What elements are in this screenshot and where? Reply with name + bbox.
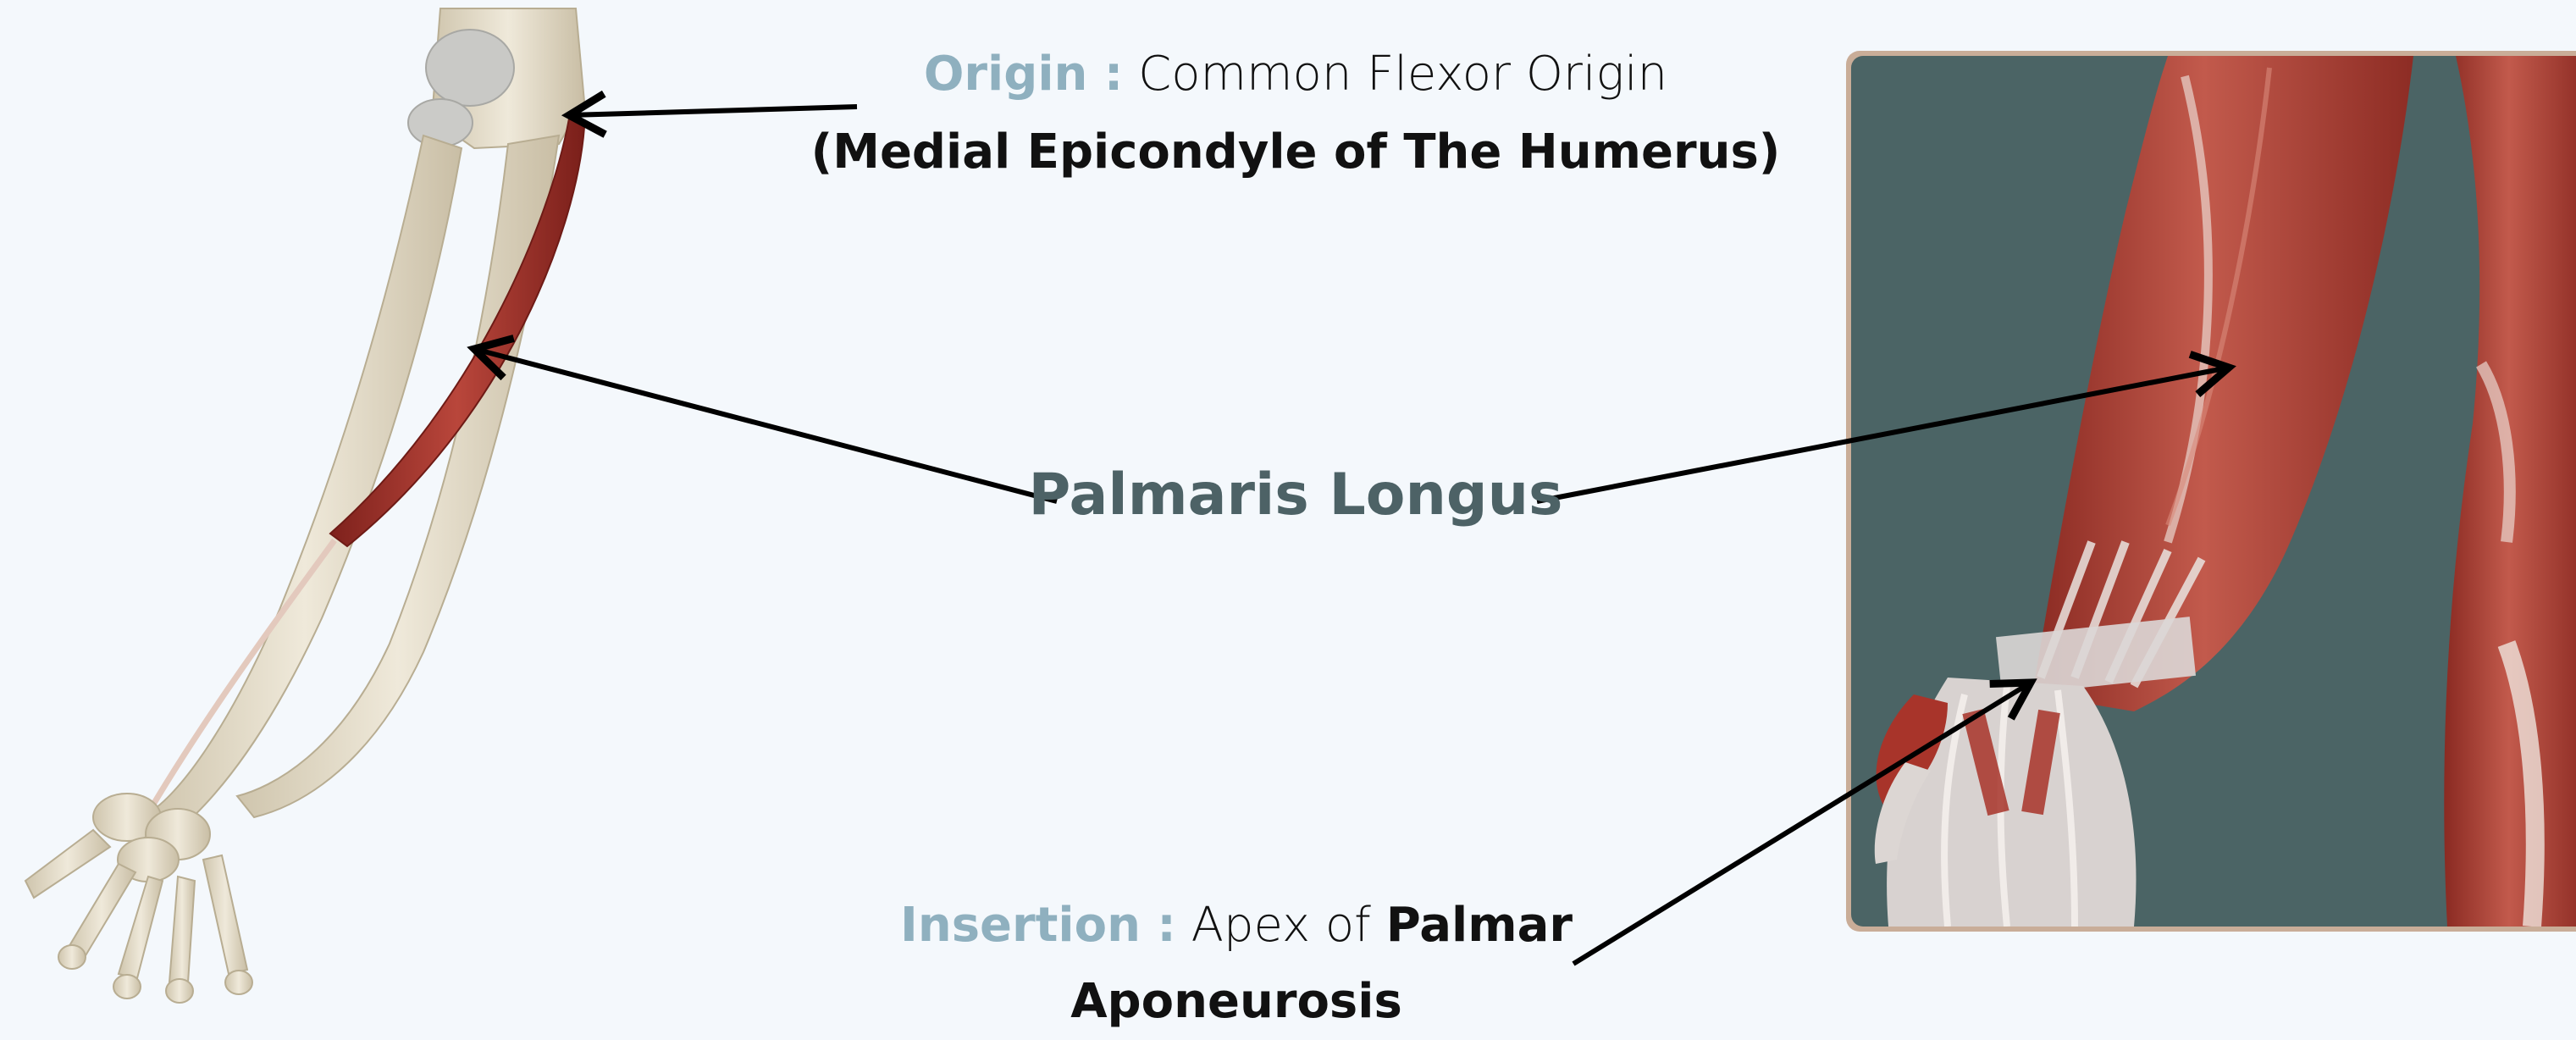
annotation-arrows	[467, 90, 2236, 966]
origin-heading: Origin :	[923, 47, 1124, 102]
muscle-arrow-right	[1536, 351, 2236, 504]
muscle-arrow-left	[467, 335, 1058, 504]
origin-text: Common Flexor Origin	[1138, 47, 1668, 102]
insertion-text-prefix: Apex of	[1191, 898, 1371, 953]
insertion-text-bold-2: Aponeurosis	[1070, 974, 1402, 1029]
muscle-name-label: Palmaris Longus	[1028, 462, 1563, 528]
insertion-text-bold-1: Palmar	[1385, 898, 1573, 953]
insertion-label-block: Insertion : Apex of Palmar Aponeurosis	[813, 888, 1660, 1040]
origin-line: Origin : Common Flexor Origin	[745, 36, 1846, 113]
origin-label-block: Origin : Common Flexor Origin (Medial Ep…	[745, 36, 1846, 191]
forearm-skeleton-illustration	[24, 8, 586, 1004]
insertion-arrow	[1572, 678, 2037, 966]
forearm-muscle-photo	[1846, 51, 2576, 932]
insertion-heading: Insertion :	[900, 898, 1176, 953]
origin-arrow	[561, 90, 858, 138]
origin-detail: (Medial Epicondyle of The Humerus)	[810, 124, 1781, 180]
insertion-line: Insertion : Apex of Palmar	[813, 888, 1660, 964]
